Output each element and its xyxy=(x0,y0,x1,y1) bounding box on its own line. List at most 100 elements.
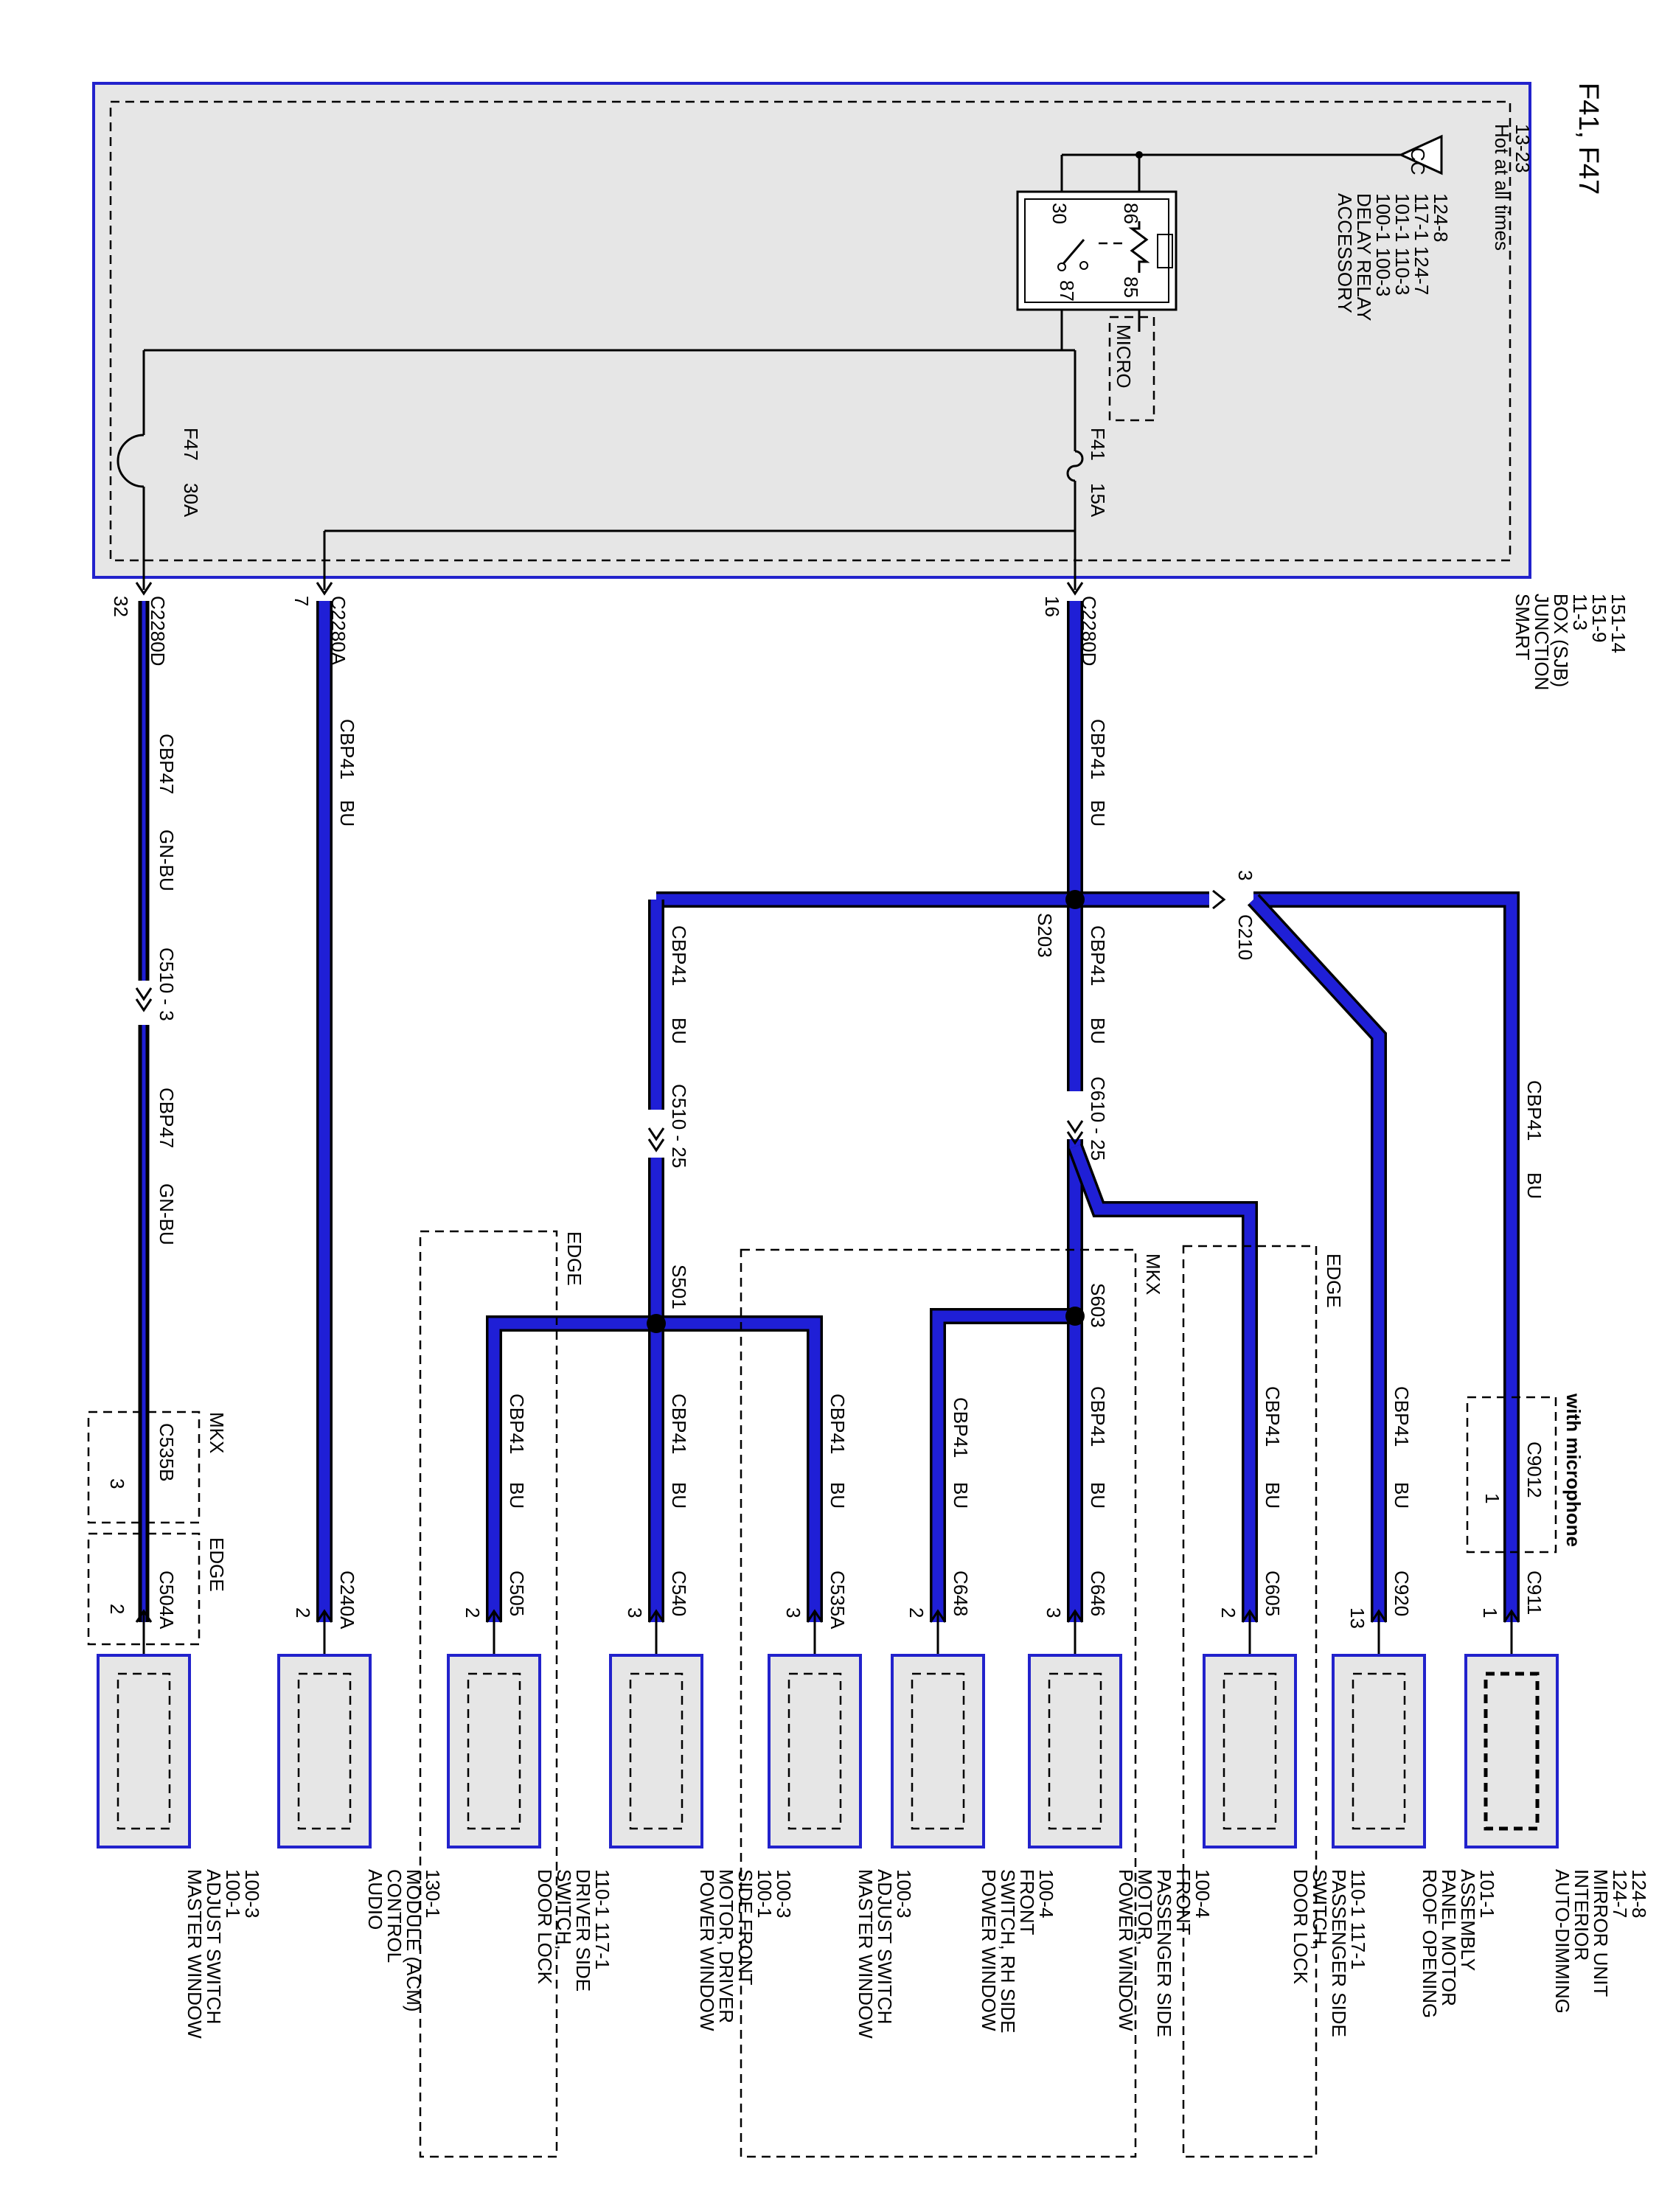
wire-label-bu: BU xyxy=(1087,1018,1109,1044)
component-pin: 3 xyxy=(1043,1607,1065,1618)
connector-c510-3: C510 - 3 xyxy=(156,947,178,1021)
wire-label-cbp47: CBP47 xyxy=(156,734,178,794)
splice-s603-dot xyxy=(1065,1307,1085,1326)
splice-s501: S501 xyxy=(668,1265,690,1310)
edge-variant-label: EDGE xyxy=(1323,1253,1345,1308)
power-source-symbol: CC xyxy=(1407,147,1429,175)
splice-s203: S203 xyxy=(1034,913,1056,958)
wire-label-bu: BU xyxy=(1391,1482,1413,1509)
wire-label-bu: BU xyxy=(668,1018,690,1044)
component-connector: C240A xyxy=(336,1571,358,1630)
component-box xyxy=(447,1654,541,1848)
connector-c610-25: C610 - 25 xyxy=(1087,1077,1109,1161)
component-connector: C911 xyxy=(1523,1571,1545,1615)
wire-label-cbp47: CBP47 xyxy=(156,1088,178,1148)
page-title: F41, F47 xyxy=(1573,83,1604,195)
component-label: MASTER WINDOWADJUST SWITCH100-1100-3 xyxy=(184,1869,263,2039)
component-pin: 3 xyxy=(624,1607,646,1618)
wire-label-cbp41: CBP41 xyxy=(950,1397,972,1458)
wire-label-bu: BU xyxy=(1087,800,1109,827)
component-connector: C535A xyxy=(827,1571,849,1630)
relay-pin-86: 86 xyxy=(1120,203,1142,224)
component-label: DOOR LOCKSWITCH,PASSENGER SIDE110-1 117-… xyxy=(1290,1869,1369,2037)
splice-s501-dot xyxy=(647,1314,666,1333)
component-pin: 1 xyxy=(1479,1607,1501,1618)
wire-c510-branch: S501 CBP41 BU CBP41 BU CBP41 BU xyxy=(486,1265,849,1622)
component-box xyxy=(1332,1654,1426,1848)
wire-c210-branch: C210 3 CBP41 BU CBP41 BU with microphone… xyxy=(1212,870,1585,1622)
connector-c2280d-32: C2280D xyxy=(147,596,169,666)
component-label: MASTER WINDOWADJUST SWITCH100-3 xyxy=(855,1869,915,2039)
component-box xyxy=(1203,1654,1297,1848)
micro-label: MICRO xyxy=(1113,324,1135,389)
component-box xyxy=(768,1654,862,1848)
wire-label-bu: BU xyxy=(827,1482,849,1509)
wire-label-cbp41: CBP41 xyxy=(1087,925,1109,986)
component-label: POWER WINDOWMOTOR,PASSENGER SIDEFRONT100… xyxy=(1115,1869,1214,2037)
wire-label-gnbu: GN-BU xyxy=(156,830,178,891)
component-pin: 2 xyxy=(1217,1607,1239,1618)
connector-c9012: C9012 xyxy=(1523,1441,1545,1498)
component-pin: 13 xyxy=(1346,1607,1368,1629)
wire-cbp47: C510 - 3 CBP47 GN-BU CBP47 GN-BU MKX C53… xyxy=(87,601,228,1646)
hot-at-all-times-label: Hot at all times 13-23 xyxy=(1491,124,1534,256)
connector-c210-pin: 3 xyxy=(1234,870,1256,880)
sjb-internal-wiring: F47 30A F41 15A xyxy=(116,310,1141,590)
wire-label-cbp41: CBP41 xyxy=(827,1394,849,1454)
wire-label-cbp41: CBP41 xyxy=(668,1394,690,1454)
edge-variant-label: EDGE xyxy=(563,1231,585,1286)
component-box xyxy=(277,1654,372,1848)
connector-c535b-pin: 3 xyxy=(106,1478,128,1489)
component-connector: C648 xyxy=(950,1571,972,1616)
wire-label-cbp41: CBP41 xyxy=(1087,719,1109,779)
component-box xyxy=(1464,1654,1559,1848)
wire-label-bu: BU xyxy=(506,1482,528,1509)
component-label: DOOR LOCKSWITCH,DRIVER SIDE110-1 117-1 xyxy=(534,1869,613,1992)
component-label: POWER WINDOWMOTOR, DRIVERSIDE FRONT100-1… xyxy=(696,1869,795,2031)
wire-label-bu: BU xyxy=(950,1482,972,1509)
component-label: AUTO-DIMMINGINTERIORMIRROR UNIT124-7124-… xyxy=(1551,1869,1650,2014)
power-source-cc: CC Hot at all times 13-23 xyxy=(1060,124,1534,332)
connector-c510-25: C510 - 25 xyxy=(668,1084,690,1168)
wire-label-bu: BU xyxy=(336,800,358,827)
component-pin: 2 xyxy=(462,1607,484,1618)
relay-label: ACCESSORY DELAY RELAY 100-1 100-3 101-1 … xyxy=(1334,193,1452,326)
relay-pin-85: 85 xyxy=(1120,276,1142,298)
component-connector: C540 xyxy=(668,1571,690,1616)
connector-c210: C210 xyxy=(1234,914,1256,960)
component-connector: C505 xyxy=(506,1571,528,1616)
with-microphone-label: with microphone xyxy=(1562,1393,1585,1547)
fuse-f47-rating: 30A xyxy=(180,483,202,518)
wire-label-bu: BU xyxy=(1087,1482,1109,1509)
pin-32: 32 xyxy=(110,596,132,617)
wire-label-cbp41: CBP41 xyxy=(1391,1386,1413,1447)
wire-label-cbp41: CBP41 xyxy=(1087,1386,1109,1447)
component-label: POWER WINDOWSWITCH, RH SIDEFRONT100-4 xyxy=(978,1869,1057,2033)
component-box xyxy=(97,1654,191,1848)
mkx-variant-label: MKX xyxy=(206,1412,228,1453)
relay-pin-30: 30 xyxy=(1048,203,1071,224)
wire-label-gnbu: GN-BU xyxy=(156,1183,178,1245)
component-connector: C605 xyxy=(1262,1571,1284,1616)
sjb-label: SMART JUNCTION BOX (SJB) 11-3 151-9 151-… xyxy=(1512,594,1630,696)
wire-label-cbp41: CBP41 xyxy=(1262,1386,1284,1447)
splice-s603: S603 xyxy=(1087,1283,1109,1328)
smart-junction-box: SMART JUNCTION BOX (SJB) 11-3 151-9 151-… xyxy=(92,82,1630,696)
connector-c504a: C504A xyxy=(156,1571,178,1630)
component-connector: C646 xyxy=(1087,1571,1109,1616)
component-pin: 2 xyxy=(292,1607,314,1618)
connector-c504a-pin: 2 xyxy=(106,1604,128,1614)
wire-label-bu: BU xyxy=(668,1482,690,1509)
component-9: MASTER WINDOWADJUST SWITCH100-1100-3 xyxy=(97,1609,263,2039)
pin-7: 7 xyxy=(291,596,313,606)
accessory-delay-relay: 30 86 87 85 ACCESSORY DELAY RELAY 100-1 … xyxy=(1016,190,1452,422)
wire-c2280a-acm: CBP41 BU xyxy=(316,601,358,1622)
fuse-f41-name: F41 xyxy=(1087,428,1109,461)
component-label: AUDIOCONTROLMODULE (ACM)130-1 xyxy=(364,1869,444,2012)
